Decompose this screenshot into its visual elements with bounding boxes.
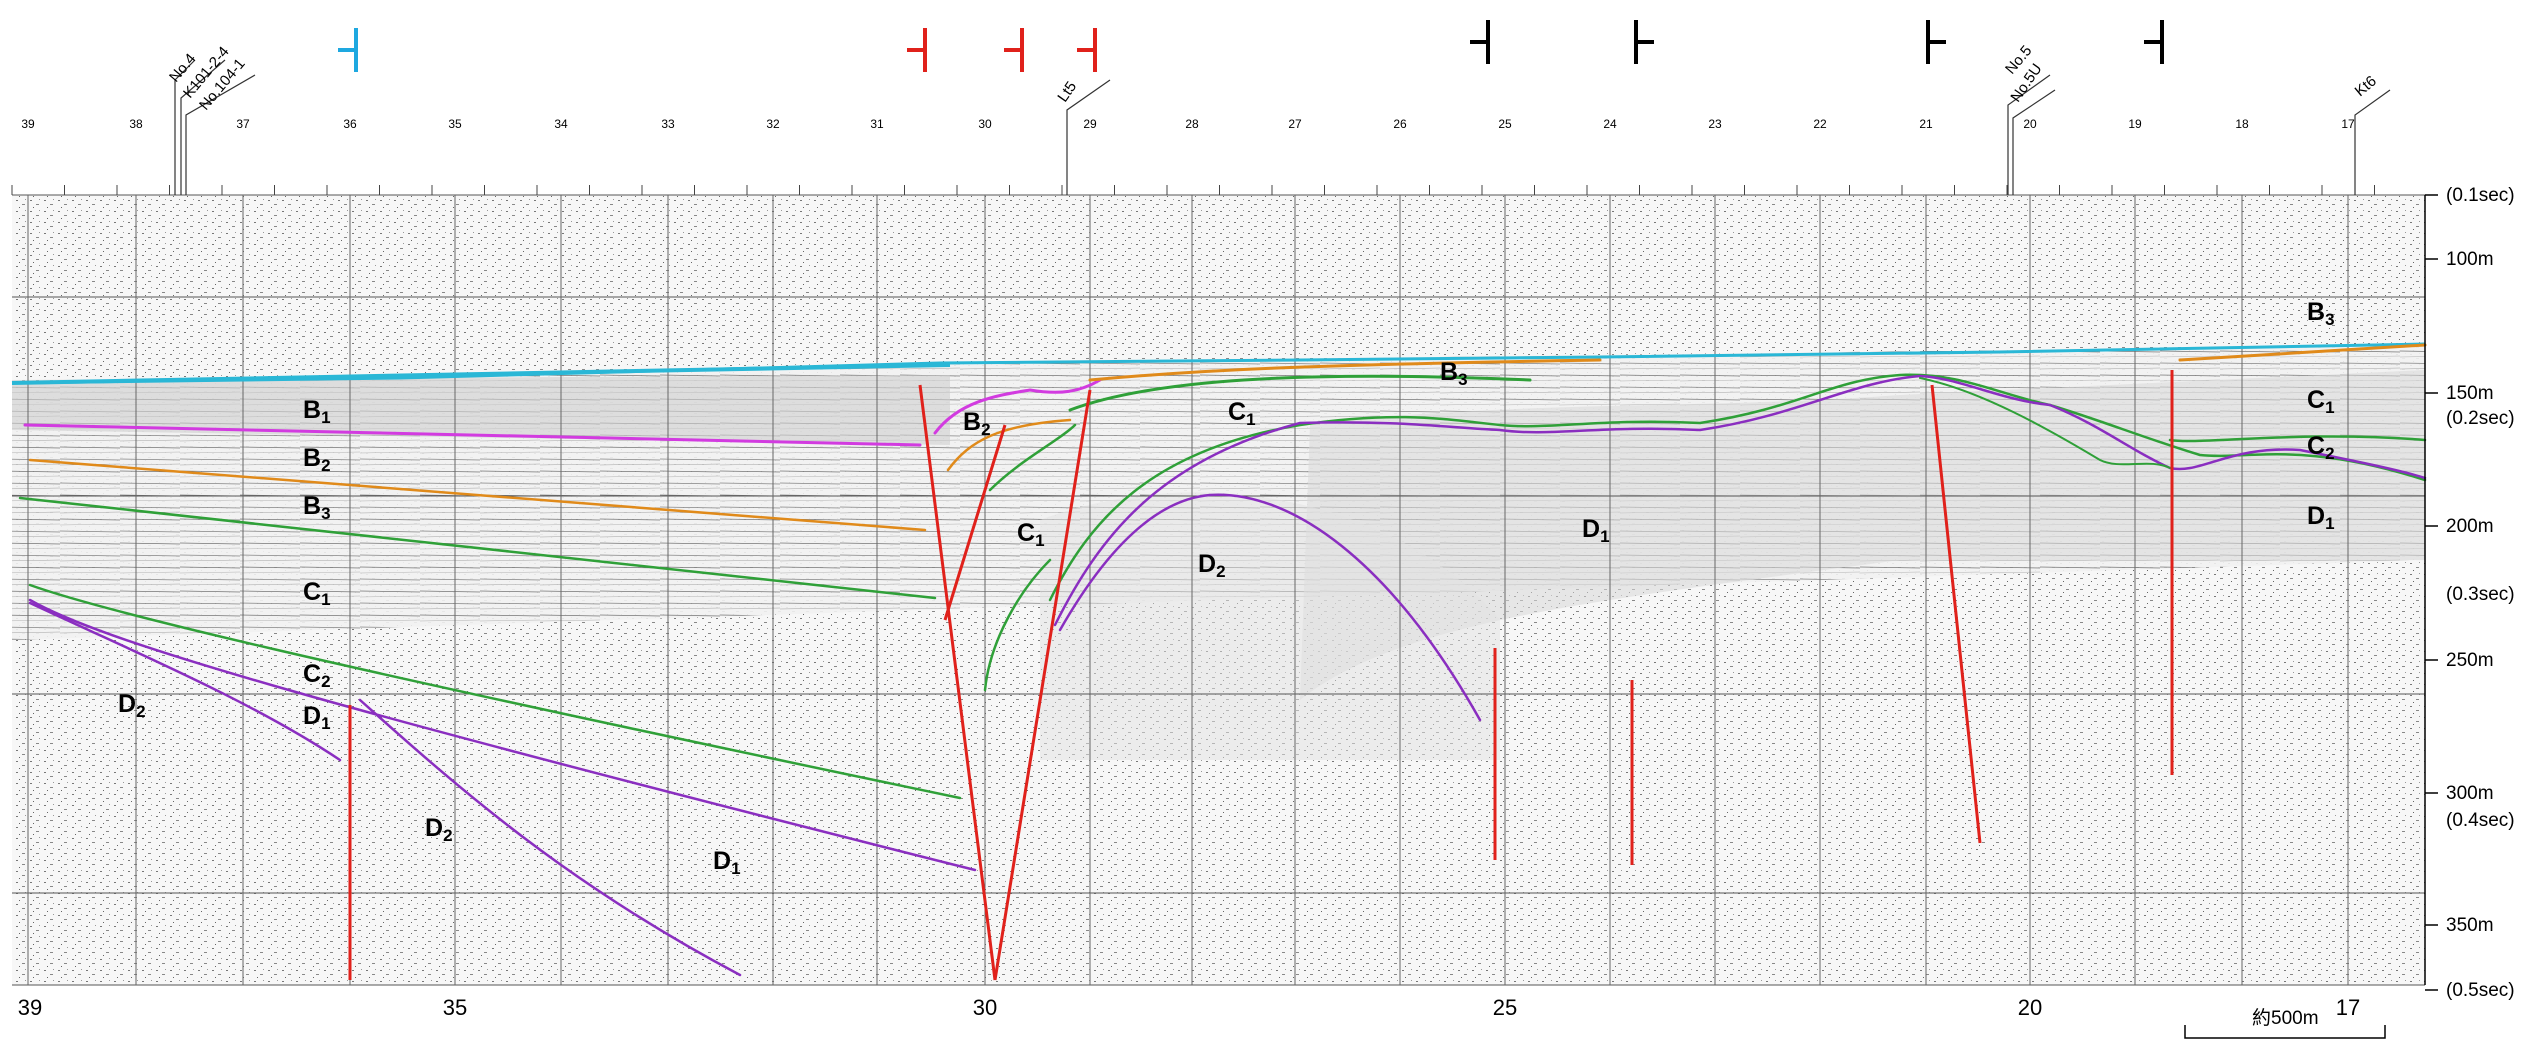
scale-bar: 約500m <box>2184 1007 2386 1039</box>
depth-label: 300m <box>2446 783 2494 804</box>
horizons <box>18 343 2427 977</box>
unit-label: B3 <box>1440 358 1468 389</box>
depth-label: 350m <box>2446 915 2494 936</box>
depth-label: (0.3sec) <box>2446 584 2515 605</box>
unit-label: D2 <box>1198 550 1226 581</box>
faults <box>348 370 2174 981</box>
scale-bar-label: 約500m <box>2252 1007 2319 1029</box>
section-number: 29 <box>1083 117 1097 131</box>
unit-label: C1 <box>303 578 331 609</box>
unit-label: D2 <box>118 690 146 721</box>
section-number: 36 <box>343 117 357 131</box>
unit-label: B3 <box>303 492 331 523</box>
unit-label: C1 <box>2307 386 2335 417</box>
bottom-axis-label: 25 <box>1493 995 1517 1020</box>
unit-label: C2 <box>2307 432 2335 463</box>
section-number: 33 <box>661 117 675 131</box>
well-label: Lt5 <box>1054 78 1080 105</box>
depth-axis: (0.1sec) 100m 150m (0.2sec) 200m (0.3sec) 250m… <box>2424 185 2515 1001</box>
section-number: 28 <box>1185 117 1199 131</box>
unit-label: D1 <box>2307 502 2335 533</box>
section-number: 35 <box>448 117 462 131</box>
depth-label: 100m <box>2446 249 2494 270</box>
section-numbers: 39 38 37 36 35 34 33 32 31 30 29 28 27 26 25 24 23 22 21 20… <box>21 117 2355 131</box>
unit-label: C1 <box>1228 398 1256 429</box>
section-number: 26 <box>1393 117 1407 131</box>
section-number: 21 <box>1919 117 1933 131</box>
unit-label: B2 <box>963 408 991 439</box>
bottom-axis-label: 35 <box>443 995 467 1020</box>
unit-label: D1 <box>303 702 331 733</box>
unit-label: D1 <box>713 847 741 878</box>
unit-label: D1 <box>1582 515 1610 546</box>
section-number: 22 <box>1813 117 1827 131</box>
bottom-axis-label: 20 <box>2018 995 2042 1020</box>
sea-floor-line <box>11 342 2426 385</box>
depth-label: 200m <box>2446 516 2494 537</box>
section-number: 32 <box>766 117 780 131</box>
section-number: 34 <box>554 117 568 131</box>
fault-markers <box>338 20 2164 72</box>
section-number: 38 <box>129 117 143 131</box>
bottom-axis-label: 30 <box>973 995 997 1020</box>
depth-label: (0.1sec) <box>2446 185 2515 206</box>
depth-label: 150m <box>2446 383 2494 404</box>
seismic-background <box>12 195 2425 985</box>
unit-label: B2 <box>303 444 331 475</box>
grid <box>12 194 2426 986</box>
unit-label: C1 <box>1017 519 1045 550</box>
bottom-axis-label: 17 <box>2336 995 2360 1020</box>
depth-label: (0.2sec) <box>2446 408 2515 429</box>
section-number: 24 <box>1603 117 1617 131</box>
section-number: 23 <box>1708 117 1722 131</box>
depth-label: (0.5sec) <box>2446 980 2515 1001</box>
unit-label: B1 <box>303 396 331 427</box>
section-number: 37 <box>236 117 250 131</box>
wells <box>174 59 2391 195</box>
section-number: 31 <box>870 117 884 131</box>
sea-floor-cyan-segment <box>11 363 951 385</box>
section-number: 17 <box>2341 117 2355 131</box>
bottom-axis: 39 35 30 25 20 17 <box>18 995 2360 1020</box>
bottom-axis-label: 39 <box>18 995 42 1020</box>
small-ruler-ticks <box>11 185 2375 195</box>
unit-label: B3 <box>2307 298 2335 329</box>
depth-label: 250m <box>2446 650 2494 671</box>
section-number: 25 <box>1498 117 1512 131</box>
unit-label: D2 <box>425 814 453 845</box>
depth-label: (0.4sec) <box>2446 810 2515 831</box>
section-number: 18 <box>2235 117 2249 131</box>
section-number: 30 <box>978 117 992 131</box>
unit-label: C2 <box>303 660 331 691</box>
well-label: Kt6 <box>2352 73 2380 100</box>
section-number: 19 <box>2128 117 2142 131</box>
section-number: 39 <box>21 117 35 131</box>
section-number: 20 <box>2023 117 2037 131</box>
section-number: 27 <box>1288 117 1302 131</box>
